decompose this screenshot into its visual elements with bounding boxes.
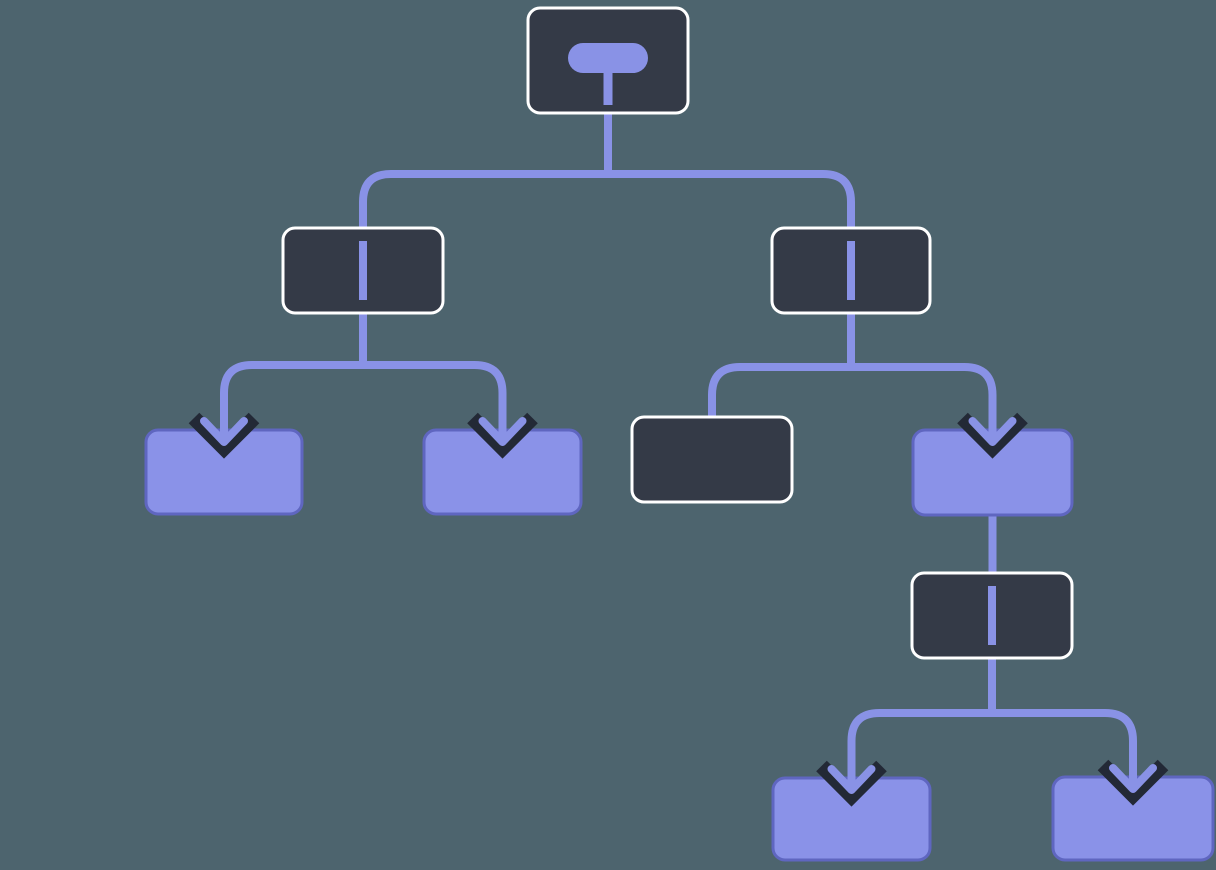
arrow-shaft-chevron bbox=[478, 408, 527, 446]
arrow-shaft-chevron bbox=[968, 408, 1017, 446]
connector-lines bbox=[220, 111, 1137, 762]
node-box-leaf-b1 bbox=[630, 415, 794, 504]
arrow-down-icon bbox=[1097, 755, 1169, 806]
arrow-outline-chevron bbox=[1097, 759, 1169, 806]
edge-branch-c-to-leaf-c2 bbox=[988, 656, 1137, 761]
edge-root-to-branch-a bbox=[359, 111, 612, 232]
arrow-down-icon bbox=[467, 408, 538, 459]
edge-branch-a-to-leaf-a2 bbox=[359, 311, 507, 414]
arrow-outline-chevron bbox=[467, 412, 538, 459]
tree-node-branch-b bbox=[770, 226, 932, 315]
tree-node-branch-a bbox=[281, 226, 445, 315]
arrow-down-icon bbox=[816, 756, 887, 807]
edge-branch-b-to-node-b2 bbox=[847, 311, 997, 414]
arrow-shaft-chevron bbox=[200, 408, 248, 446]
edge-branch-a-to-leaf-a1 bbox=[220, 311, 367, 414]
arrow-outline-chevron bbox=[957, 412, 1028, 459]
tree-node-branch-c bbox=[910, 571, 1074, 660]
arrow-shaft-chevron bbox=[1109, 755, 1157, 793]
edge-root-to-branch-b bbox=[604, 111, 855, 232]
tree-node-root bbox=[526, 6, 690, 115]
arrow-down-icon bbox=[957, 408, 1028, 459]
root-pill-icon bbox=[568, 43, 648, 73]
arrow-outline-chevron bbox=[188, 412, 260, 459]
arrow-outline-chevron bbox=[816, 760, 887, 807]
edge-branch-c-to-leaf-c1 bbox=[847, 656, 996, 762]
arrow-shaft-chevron bbox=[827, 756, 876, 794]
root-pill-stem-icon bbox=[603, 68, 613, 105]
tree-node-leaf-b1 bbox=[630, 415, 794, 504]
edge-branch-b-to-leaf-b1 bbox=[708, 311, 855, 421]
arrow-down-icon bbox=[188, 408, 260, 459]
